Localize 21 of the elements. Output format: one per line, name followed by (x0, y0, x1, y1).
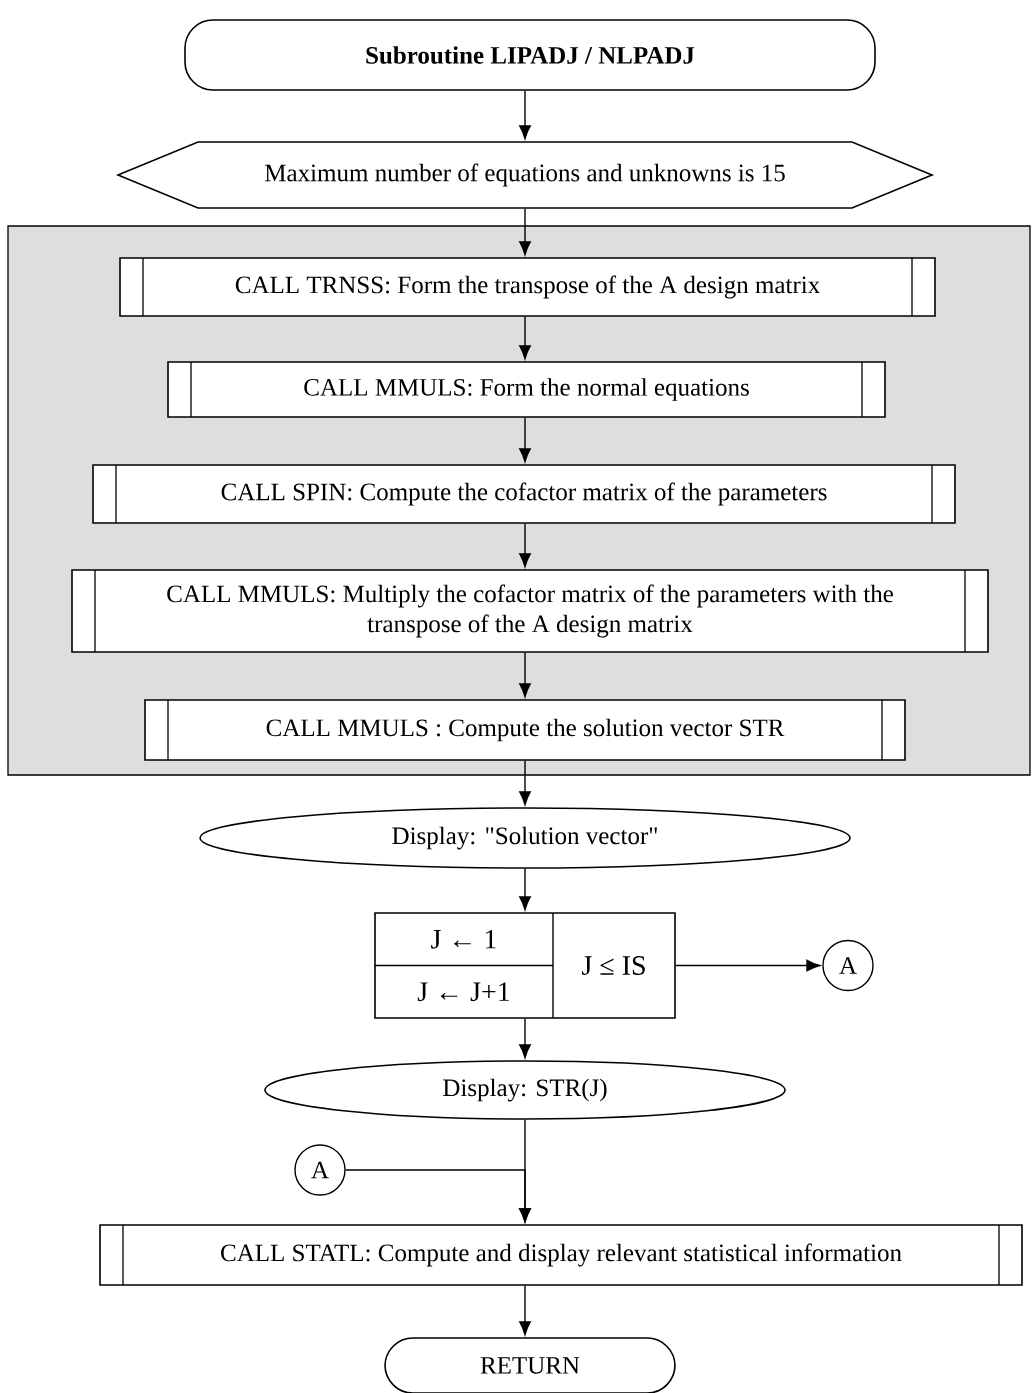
arrow (519, 523, 531, 568)
arrow (519, 90, 531, 140)
arrow (519, 1285, 531, 1336)
arrow (519, 417, 531, 463)
subroutine-box: CALL MMULS: Multiply the cofactor matrix of the parameters with the transpose of the A design matrix (71, 569, 989, 653)
arrow (345, 1169, 531, 1223)
subroutine-box: CALL SPIN: Compute the cofactor matrix of the parameters (92, 464, 956, 524)
subroutine-box: CALL TRNSS: Form the transpose of the A design matrix (119, 257, 936, 317)
subroutine-box: CALL STATL: Compute and display relevant statistical information (99, 1224, 1023, 1286)
arrow (519, 760, 531, 806)
terminal-box: RETURN (384, 1337, 676, 1393)
arrow (519, 208, 531, 256)
subroutine-box: CALL MMULS : Compute the solution vector STR (144, 699, 906, 761)
arrow (519, 652, 531, 698)
loop-box: J ← 1 J ← J+1 J ≤ IS (374, 912, 676, 1019)
arrow (519, 316, 531, 360)
arrow (519, 868, 531, 911)
arrow (519, 1018, 531, 1059)
subroutine-box: CALL MMULS: Form the normal equations (167, 361, 886, 418)
terminal-box: Subroutine LIPADJ / NLPADJ (184, 19, 876, 91)
arrow (675, 959, 821, 972)
